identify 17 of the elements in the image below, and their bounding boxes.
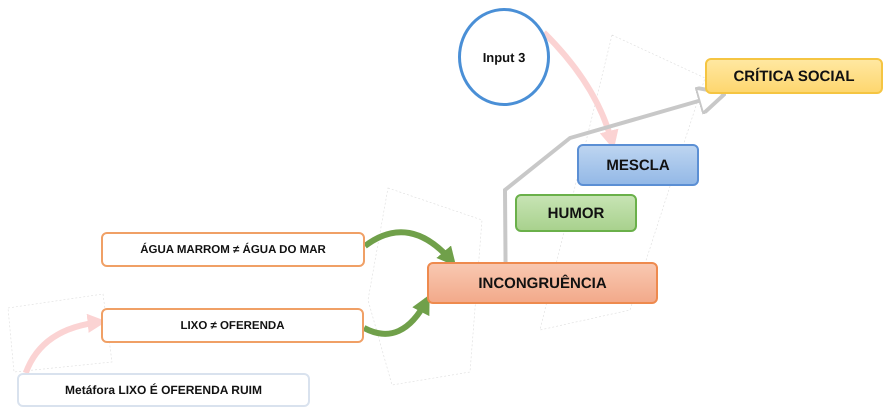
node-label: ÁGUA MARROM ≠ ÁGUA DO MAR bbox=[140, 244, 326, 256]
arrow bbox=[362, 294, 430, 337]
result-box bbox=[705, 58, 883, 94]
input-box bbox=[101, 308, 364, 343]
input-box bbox=[101, 232, 365, 267]
node-label: Input 3 bbox=[482, 50, 526, 64]
concept-box bbox=[427, 262, 658, 304]
node-label: LIXO ≠ OFERENDA bbox=[180, 320, 285, 332]
concept-box bbox=[577, 144, 699, 186]
metaphor-box bbox=[17, 373, 310, 407]
node-label: INCONGRUÊNCIA bbox=[478, 274, 607, 292]
node-label: Metáfora LIXO É OFERENDA RUIM bbox=[65, 383, 262, 397]
node-label: MESCLA bbox=[606, 156, 670, 174]
node-label: CRÍTICA SOCIAL bbox=[733, 68, 855, 84]
node-label: HUMOR bbox=[548, 204, 604, 222]
concept-box bbox=[515, 194, 637, 232]
arrow bbox=[503, 86, 728, 262]
